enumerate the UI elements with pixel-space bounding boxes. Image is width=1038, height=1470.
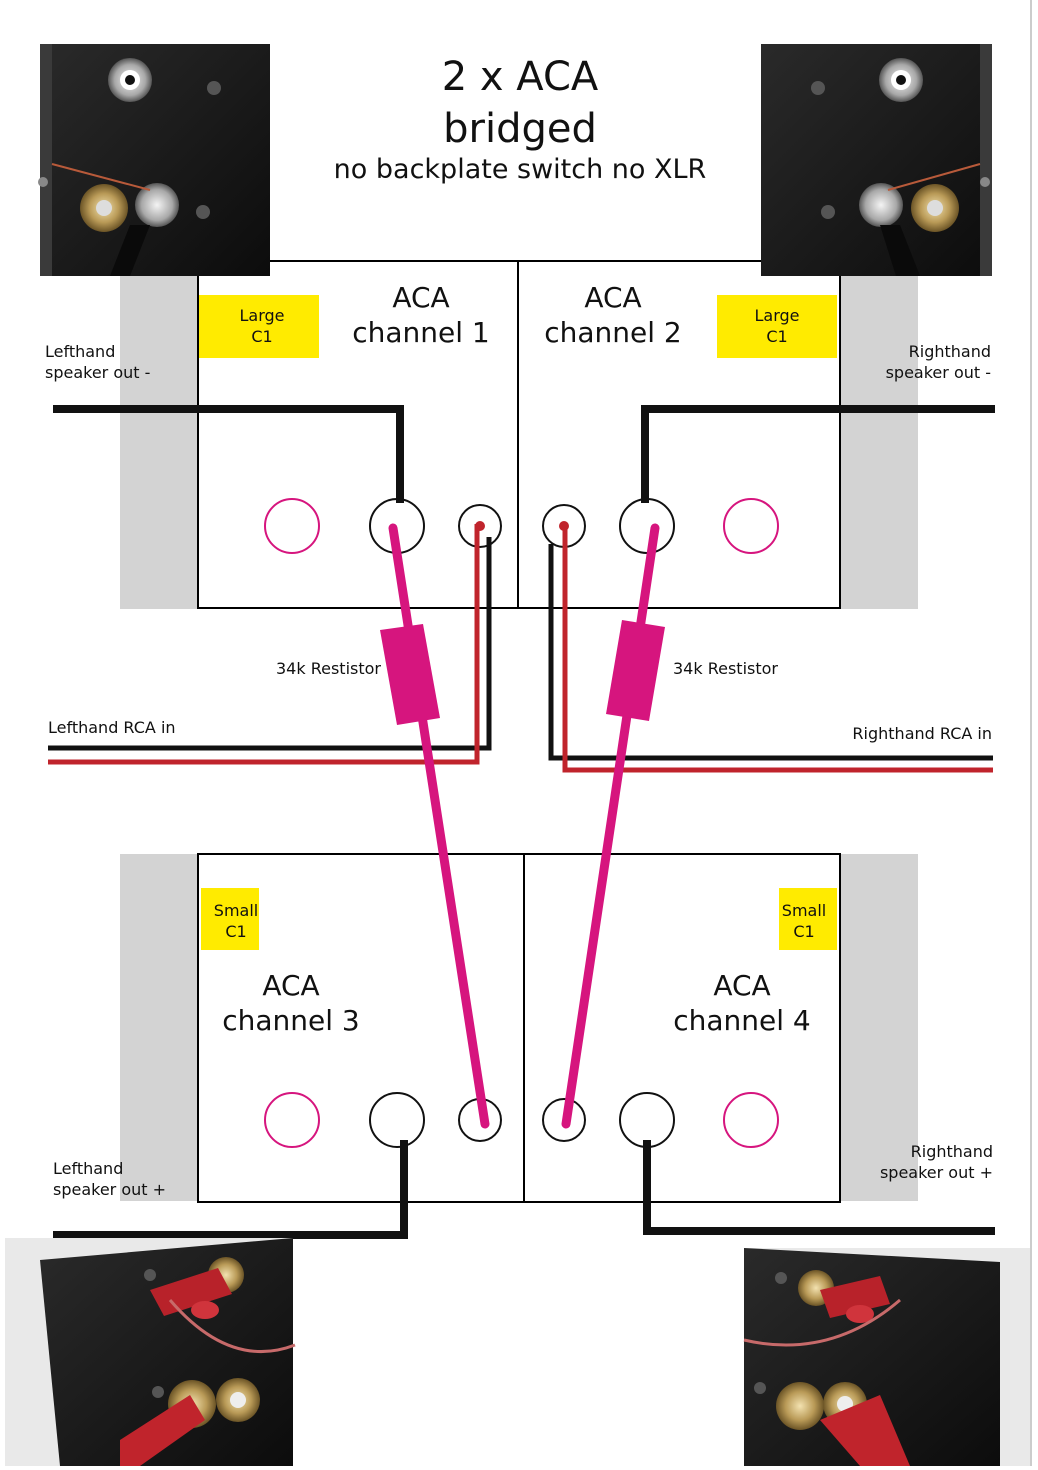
board-title-ch2-line1: ACA [584, 281, 641, 314]
tag-text-ch1-line1: Large [239, 306, 284, 325]
title-line2: bridged [443, 106, 597, 152]
wire-right-speaker-plus [643, 1140, 995, 1235]
mount-hole-ch2 [723, 498, 779, 554]
tag-text-ch3-line2: C1 [225, 922, 246, 941]
solder-dot-ch2 [559, 521, 569, 531]
label-left-speaker-minus-line1: Lefthand [45, 342, 115, 361]
tag-small-c1-ch3 [201, 888, 259, 950]
board-title-ch4-line1: ACA [713, 969, 770, 1002]
tag-text-ch4-line1: Small [782, 901, 826, 920]
solder-dot-ch1 [475, 521, 485, 531]
label-right-speaker-plus-line1: Righthand [911, 1142, 993, 1161]
mount-hole-ch4 [723, 1092, 779, 1148]
out-pad-ch2 [619, 498, 675, 554]
board-title-ch1-line1: ACA [392, 281, 449, 314]
tag-text-ch3-line1: Small [214, 901, 258, 920]
heatsink-ch3 [120, 854, 198, 1201]
mount-hole-ch1 [264, 498, 320, 554]
wire-right-rca-ground [548, 544, 993, 761]
tag-text-ch4-line2: C1 [793, 922, 814, 941]
wire-left-speaker-minus [53, 405, 404, 503]
tag-small-c1-ch4 [779, 888, 837, 950]
resistor-body-right [606, 620, 665, 721]
tag-text-ch2-line2: C1 [766, 327, 787, 346]
title-line1: 2 x ACA [442, 54, 599, 100]
heatsink-ch1 [120, 262, 198, 609]
board-title-ch4-line2: channel 4 [673, 1004, 811, 1037]
tag-text-ch2-line1: Large [754, 306, 799, 325]
label-right-speaker-minus-line2: speaker out - [886, 363, 991, 382]
mount-hole-ch3 [264, 1092, 320, 1148]
label-right-speaker-plus-line2: speaker out + [880, 1163, 993, 1182]
board-title-ch3-line2: channel 3 [222, 1004, 360, 1037]
label-resistor-left: 34k Restistor [276, 659, 381, 678]
photo-top-left [38, 44, 270, 276]
tag-large-c1-ch2 [717, 295, 837, 358]
out-pad-ch4 [619, 1092, 675, 1148]
label-left-speaker-plus-line1: Lefthand [53, 1159, 123, 1178]
board-title-ch3-line1: ACA [262, 969, 319, 1002]
title-subtitle: no backplate switch no XLR [334, 154, 707, 185]
photo-bottom-right [743, 1248, 1030, 1466]
wire-right-rca-signal [562, 524, 993, 773]
wire-left-rca-ground [48, 537, 492, 751]
label-right-speaker-minus-line1: Righthand [909, 342, 991, 361]
label-right-rca-in: Righthand RCA in [852, 724, 992, 743]
heatsink-ch2 [840, 262, 918, 609]
resistor-body-left [380, 624, 440, 725]
tag-text-ch1-line2: C1 [251, 327, 272, 346]
wire-left-rca-signal [48, 524, 480, 765]
wire-left-speaker-plus [53, 1140, 408, 1239]
heatsink-ch4 [840, 854, 918, 1201]
label-left-speaker-plus-line2: speaker out + [53, 1180, 166, 1199]
photo-top-right [761, 44, 992, 276]
label-left-speaker-minus-line2: speaker out - [45, 363, 150, 382]
out-pad-ch3 [369, 1092, 425, 1148]
photo-bottom-left [5, 1238, 296, 1466]
tag-large-c1-ch1 [199, 295, 319, 358]
label-resistor-right: 34k Restistor [673, 659, 778, 678]
label-left-rca-in: Lefthand RCA in [48, 718, 176, 737]
board-title-ch1-line2: channel 1 [352, 316, 490, 349]
board-title-ch2-line2: channel 2 [544, 316, 682, 349]
wire-right-speaker-minus [641, 405, 995, 503]
